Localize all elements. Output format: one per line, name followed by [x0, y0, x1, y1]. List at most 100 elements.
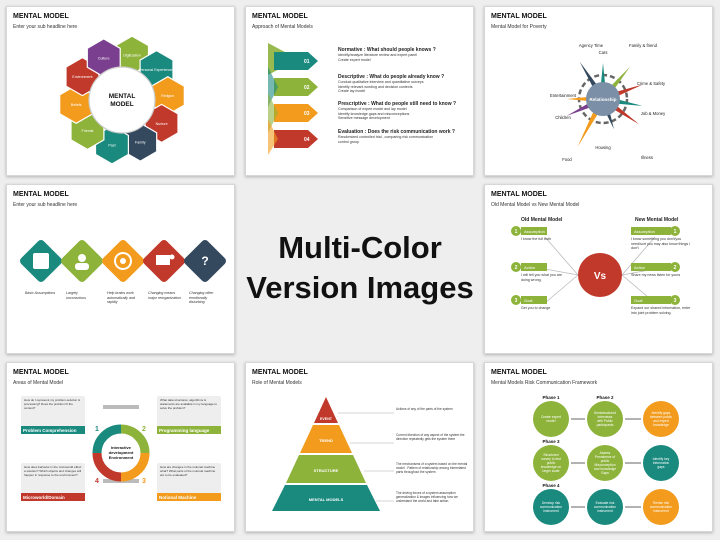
step-line: Identify relevant wording and decision c…: [338, 84, 413, 89]
pyramid-label: EVENT: [320, 417, 333, 421]
diamond-caption-3: Help brains work automatically and rapid…: [107, 291, 135, 305]
spike-label: Illness: [641, 155, 653, 160]
slide-thumbnail-8[interactable]: MENTAL MODEL Mental Models Risk Communic…: [484, 362, 713, 532]
step-heading: Normative : What should people knows ?: [338, 47, 436, 53]
old-model-heading: Old Mental Model: [521, 217, 563, 223]
slide-subtitle: Mental Model for Poverty: [491, 24, 547, 30]
quadrant-number: 2: [142, 426, 146, 433]
step-text-2: Descriptive : What do people already kno…: [338, 74, 470, 94]
framework-node: [533, 489, 569, 525]
spike-label: Crime & Safety: [637, 81, 666, 86]
slide-thumbnail-1[interactable]: MENTAL MODEL Enter your sub headline her…: [6, 6, 235, 176]
hexagon-label: Friends: [82, 129, 94, 133]
new-item-number: 3: [674, 298, 677, 304]
comparison-diagram: Vs 1 2 3 1 2 3 Assumption Action Goal As…: [511, 226, 680, 305]
old-item-number: 2: [515, 265, 518, 271]
pyramid-diagram: EVENT TREND STRUCTURE MENTAL MODELS: [272, 397, 394, 511]
slide-title: MENTAL MODEL: [252, 369, 308, 376]
step-text-3: Prescriptive : What do people still need…: [338, 101, 470, 121]
framework-node: [587, 445, 623, 481]
quadrant-number: 1: [95, 426, 99, 433]
diamond-caption-4: Changing means major reorganization: [148, 291, 181, 300]
hexagon-label: Beliefs: [71, 103, 82, 107]
step-line: Create lay model: [338, 89, 366, 94]
hexagon-label: Personal Experiences: [139, 68, 174, 72]
old-item-label: Goal: [524, 298, 533, 303]
slide-subtitle: Old Mental Model vs New Mental Model: [491, 202, 580, 208]
step-line: Identify/analyze literature review and e…: [338, 53, 418, 57]
slide-thumbnail-6[interactable]: MENTAL MODEL Areas of Mental Model 1 2 3…: [6, 362, 235, 532]
slide-thumbnail-5[interactable]: MENTAL MODEL Old Mental Model vs New Men…: [484, 184, 713, 354]
hexagon-label: Digitization: [123, 54, 141, 58]
spike-label: Cars: [599, 50, 608, 55]
new-item-number: 2: [674, 265, 677, 271]
quadrant-text: How are changes in the notional machine …: [160, 465, 216, 477]
new-item-label: Goal: [634, 298, 643, 303]
puzzle-icon: [33, 253, 49, 269]
slide-title: MENTAL MODEL: [13, 13, 69, 20]
slide-thumbnail-4[interactable]: MENTAL MODEL Enter your sub headline her…: [6, 184, 235, 354]
new-item-number: 1: [674, 229, 677, 235]
pyramid-label: TREND: [319, 438, 333, 443]
step-heading: Prescriptive : What do people still need…: [338, 101, 457, 107]
slide-title: MENTAL MODEL: [13, 369, 69, 376]
old-item-number: 1: [515, 229, 518, 235]
step-line: Sensitive message development: [338, 116, 390, 121]
spike-label: Job & Money: [641, 111, 666, 116]
slide-title: MENTAL MODEL: [252, 13, 308, 20]
heading-line-2: Version Images: [246, 270, 474, 306]
spike-label: Family & friend: [629, 43, 658, 48]
hexagon-label: Religion: [161, 94, 174, 98]
new-item-text: I know something you don't/you need/sort…: [631, 237, 691, 251]
new-item-label: Action: [634, 265, 645, 270]
heading-line-1: Multi-Color: [278, 230, 442, 265]
pyramid-label: STRUCTURE: [314, 468, 339, 473]
diamond-icon-row: ?: [20, 240, 226, 282]
pyramid-level-3: [286, 455, 366, 483]
phase-label: Phase 2: [596, 395, 614, 400]
page-heading: Multi-Color Version Images: [245, 228, 475, 309]
center-label: Relationship: [589, 97, 616, 102]
slide-subtitle: Mental Models Risk Communication Framewo…: [491, 380, 598, 386]
step-line: Create expert model: [338, 57, 371, 62]
new-item-text: Share my news listen for yours: [631, 273, 681, 277]
vs-circle: [578, 253, 622, 297]
framework-node: [533, 401, 569, 437]
slide-thumbnail-7[interactable]: MENTAL MODEL Role of Mental Models EVENT…: [245, 362, 474, 532]
pyramid-text: Current direction of any aspect of the s…: [396, 433, 465, 442]
pyramid-level-4: [272, 485, 380, 511]
center-label-line-3: Environment: [109, 455, 134, 460]
center-label-line-1: Interactive: [111, 445, 132, 450]
approach-arrow-diagram: 01 02 03 04: [268, 43, 318, 155]
slide-thumbnail-3[interactable]: MENTAL MODEL Mental Model for Poverty Ag…: [484, 6, 713, 176]
vs-label: Vs: [594, 271, 607, 282]
question-icon: ?: [201, 254, 208, 268]
step-line: Comparison of expert model and lay model: [338, 107, 407, 111]
slide-title: MENTAL MODEL: [13, 191, 69, 198]
framework-node: [643, 401, 679, 437]
spike-label: Children: [555, 115, 571, 120]
center-circle: [586, 82, 620, 116]
brain-icon: [114, 252, 132, 270]
framework-node: [643, 489, 679, 525]
slide-subtitle: Areas of Mental Model: [13, 380, 64, 386]
step-heading: Descriptive : What do people already kno…: [338, 74, 445, 80]
old-item-number: 3: [515, 298, 518, 304]
presentation-icon: [156, 255, 170, 265]
step-line: Randomized controlled trial , comparing …: [338, 135, 434, 139]
pyramid-text: Actions of any of the parts of the syste…: [396, 407, 453, 411]
spike-label: Food: [562, 157, 572, 162]
slide-title: MENTAL MODEL: [491, 13, 547, 20]
slide-subtitle: Approach of Mental Models: [252, 24, 313, 30]
spike-label: Agency Time: [579, 43, 604, 48]
slide-thumbnail-2[interactable]: MENTAL MODEL Approach of Mental Models 0…: [245, 6, 474, 176]
spike-label: Housing: [595, 145, 611, 150]
step-text-1: Normative : What should people knows ? I…: [338, 47, 470, 62]
slide-subtitle: Enter your sub headline here: [13, 24, 78, 30]
old-item-label: Assumption: [524, 229, 545, 234]
